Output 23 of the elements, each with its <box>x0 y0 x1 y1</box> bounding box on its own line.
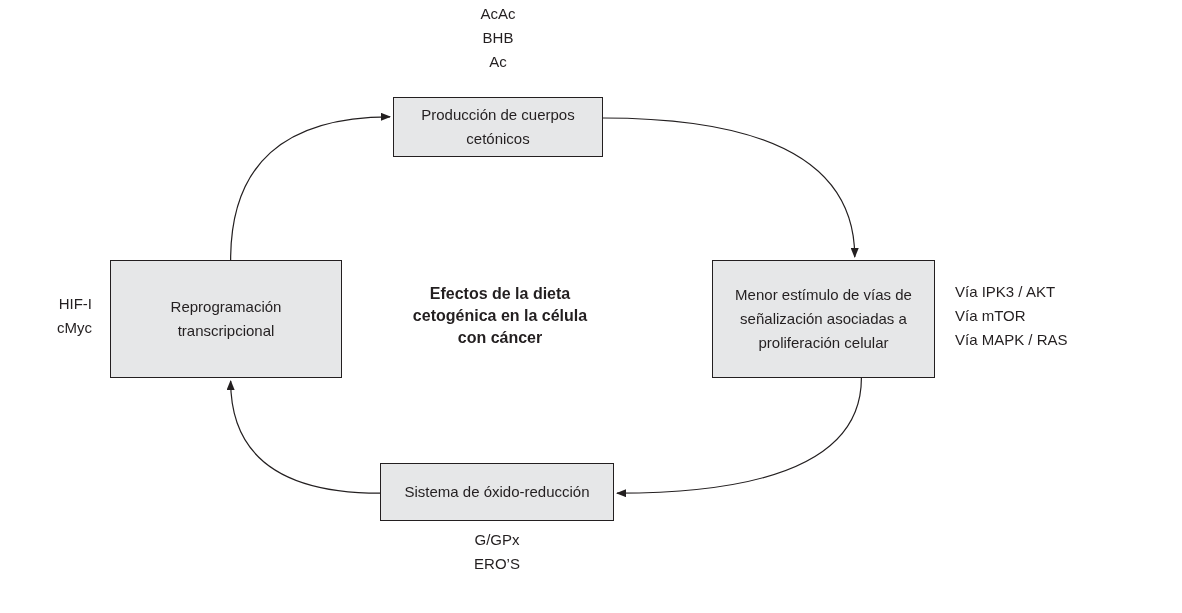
curved-arrow <box>616 377 862 497</box>
box-label: Menor estímulo de vías de señalización asociadas a proliferación celular <box>734 285 913 353</box>
process-box <box>110 260 342 378</box>
annotation-text: BHB <box>482 28 514 48</box>
process-box <box>393 97 603 157</box>
annotation-text: ERO’S <box>474 554 520 574</box>
annotation-text: cMyc <box>57 318 92 338</box>
annotation-text: Vía MAPK / RAS <box>955 330 1068 350</box>
annotation-text: Vía mTOR <box>955 306 1026 326</box>
annotation-text: Vía IPK3 / AKT <box>955 282 1056 302</box>
curved-arrow <box>227 380 381 494</box>
curved-arrow <box>230 113 391 261</box>
process-box <box>712 260 935 378</box>
annotation-text: AcAc <box>480 4 516 24</box>
box-label: Producción de cuerpos cetónicos <box>420 105 576 149</box>
annotation-text: G/GPx <box>474 530 520 550</box>
box-label: Reprogramación transcripcional <box>169 297 283 341</box>
box-label: Sistema de óxido-reducción <box>404 482 590 502</box>
center-title: Efectos de la dieta cetogénica en la célula con cáncer <box>411 284 589 348</box>
process-box <box>380 463 614 521</box>
annotation-text: Ac <box>489 52 507 72</box>
annotation-text: HIF-I <box>58 294 92 314</box>
curved-arrow <box>602 117 858 258</box>
